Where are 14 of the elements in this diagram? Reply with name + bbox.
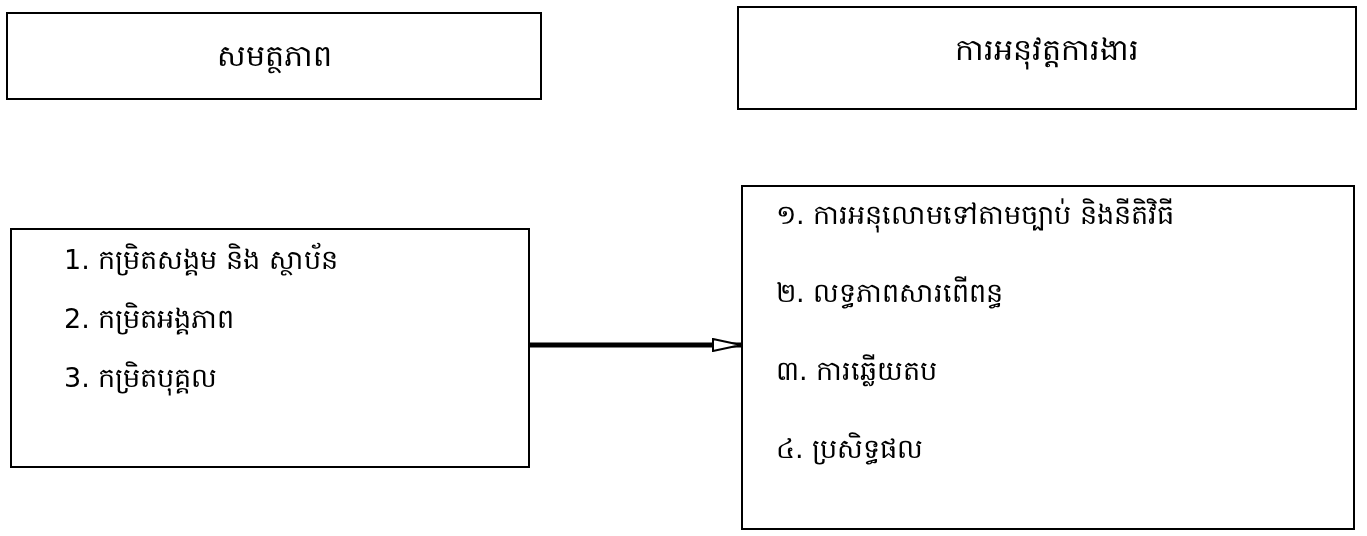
list-box (741, 185, 1355, 530)
heading-text: ការអនុវត្តការងារ (739, 30, 1355, 70)
list-item: ៣. ការឆ្លើយតប (776, 353, 938, 389)
heading-box (737, 6, 1357, 110)
list-item: 1. កម្រិតសង្គម និង ស្ថាប័ន (64, 242, 338, 278)
heading-box (6, 12, 542, 100)
list-box (10, 228, 530, 468)
list-item: ៤. ប្រសិទ្ធផល (776, 431, 924, 467)
list-item: 2. កម្រិតអង្គភាព (64, 301, 235, 337)
list-item: ១. ការអនុលោមទៅតាមច្បាប់ និងនីតិវិធី (776, 195, 1174, 235)
arrow (530, 338, 742, 352)
list-item: ២. លទ្ធភាពសារពើពន្ធ (776, 275, 1004, 311)
list-item: 3. កម្រិតបុគ្គល (64, 358, 218, 398)
heading-text: សមត្ថភាព (215, 37, 333, 76)
